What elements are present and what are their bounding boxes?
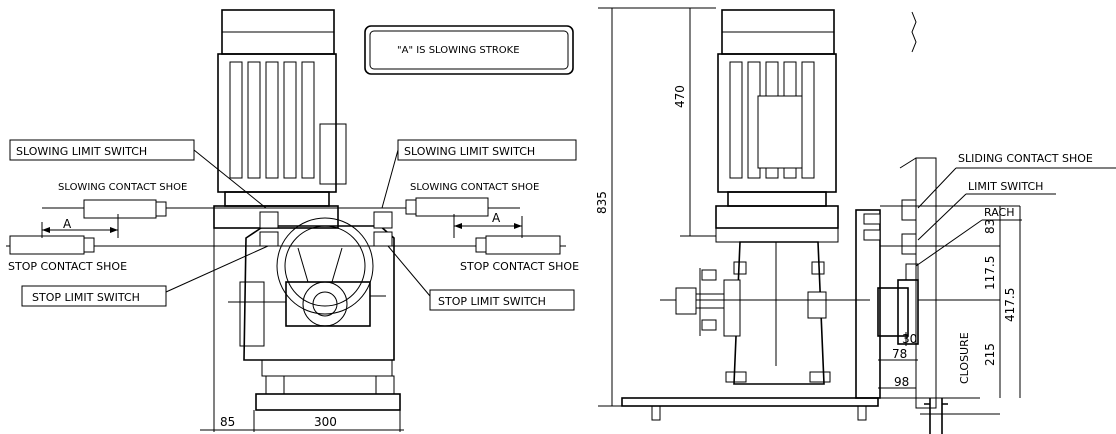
slowing-stroke-note-box — [364, 25, 574, 75]
slowing-contact-shoe-right-label: SLOWING CONTACT SHOE — [410, 182, 539, 193]
dim-417-5: 417.5 — [1003, 288, 1017, 322]
left-bottom-dimensions — [200, 228, 404, 432]
a-label-right: A — [492, 211, 501, 225]
stop-limit-switch-left-label: STOP LIMIT SWITCH — [32, 291, 140, 304]
stop-limit-switch-left-box — [21, 285, 167, 307]
limit-switch-label: LIMIT SWITCH — [968, 180, 1043, 193]
left-limit-switches — [259, 211, 393, 247]
right-base-plate — [621, 397, 879, 421]
a-dimension-right — [453, 214, 523, 238]
slowing-contact-shoe-left-label: SLOWING CONTACT SHOE — [58, 182, 187, 193]
right-vertical-dimensions — [598, 7, 1021, 407]
slowing-limit-switch-right-label: SLOWING LIMIT SWITCH — [404, 145, 535, 158]
right-view: SLIDING CONTACT SHOE LIMIT SWITCH RACH C… — [595, 7, 1116, 434]
right-gear-column — [660, 241, 870, 385]
right-motor — [715, 9, 839, 243]
contact-shoe-assembly — [855, 11, 1000, 434]
dim-98: 98 — [894, 375, 909, 389]
a-dimension-left — [41, 214, 119, 238]
dim-470: 470 — [673, 85, 687, 108]
dim-85: 85 — [220, 415, 235, 429]
dim-300: 300 — [314, 415, 337, 429]
stop-contact-shoe-left-label: STOP CONTACT SHOE — [8, 260, 127, 273]
slowing-stroke-note: "A" IS SLOWING STROKE — [397, 45, 520, 56]
a-label-left: A — [63, 217, 72, 231]
dim-835: 835 — [595, 191, 609, 214]
dim-30: 30 — [902, 332, 917, 346]
left-gearbox — [228, 217, 401, 411]
dim-215: 215 — [983, 343, 997, 366]
dim-117-5: 117.5 — [983, 256, 997, 290]
dim-78: 78 — [892, 347, 907, 361]
closure-label: CLOSURE — [958, 332, 971, 384]
dim-83: 83 — [983, 219, 997, 234]
stop-contact-shoe-right-label: STOP CONTACT SHOE — [460, 260, 579, 273]
rach-label: RACH — [984, 206, 1014, 219]
slowing-limit-switch-left-label: SLOWING LIMIT SWITCH — [16, 145, 147, 158]
stop-contact-shoes — [9, 235, 561, 255]
slowing-contact-shoes — [83, 197, 489, 219]
stop-limit-switch-right-label: STOP LIMIT SWITCH — [438, 295, 546, 308]
left-motor — [213, 9, 347, 229]
stop-limit-switch-right-box — [429, 289, 575, 311]
sliding-contact-shoe-label: SLIDING CONTACT SHOE — [958, 152, 1093, 165]
left-view: A A "A" IS SLOWING STROKE SLOWING LIMIT … — [6, 9, 579, 432]
